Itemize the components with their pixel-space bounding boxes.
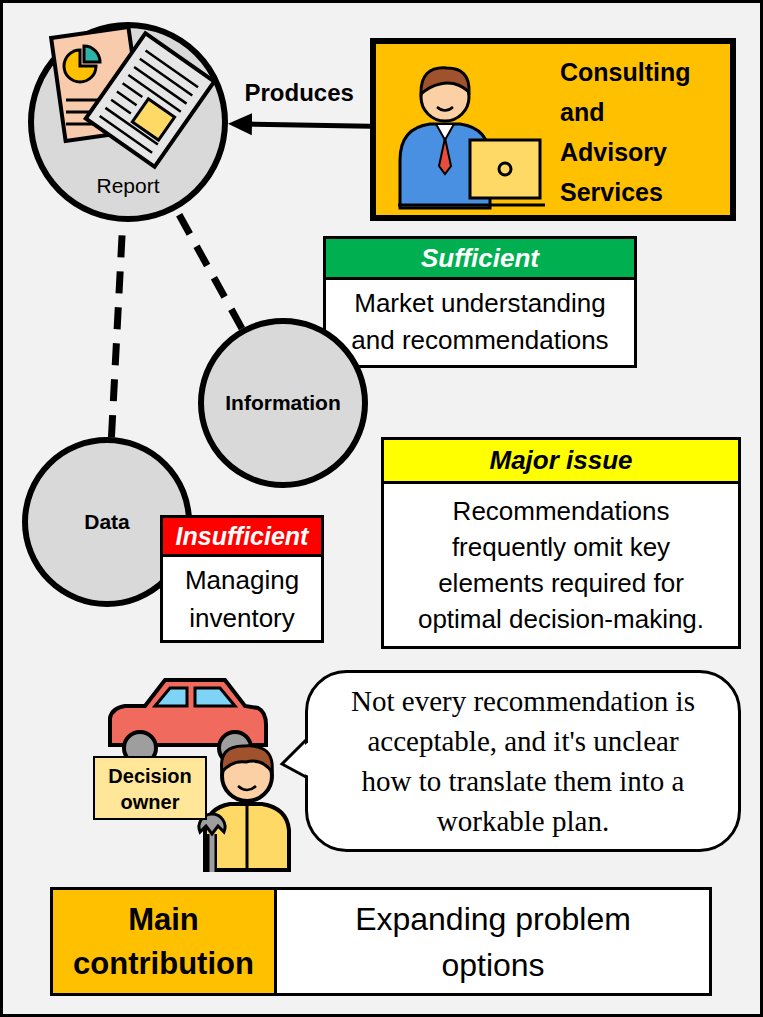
- issue-header: Major issue: [381, 437, 741, 484]
- speech-tail-outline: [282, 740, 306, 777]
- wrench-handle: [207, 834, 217, 872]
- speech-tail: [282, 740, 311, 777]
- newspaper: [86, 33, 214, 166]
- contribution-header: Main contribution: [53, 890, 277, 993]
- status-body: Managing inventory: [160, 554, 324, 643]
- desk-line: [398, 204, 545, 207]
- mechanic-icon: [199, 746, 289, 872]
- consultant-smile: [437, 107, 453, 111]
- service-title: Consulting and Advisory Services: [560, 52, 710, 212]
- consultant-hair: [421, 68, 469, 94]
- speech-text: Not every recommendation is acceptable, …: [305, 681, 741, 841]
- role-label: Decision owner: [93, 756, 207, 820]
- dashed-link: [111, 222, 122, 437]
- mechanic-smile: [238, 786, 256, 790]
- car-window: [195, 688, 235, 706]
- contribution-body: Expanding problem options: [277, 890, 709, 993]
- info-circle: Information: [198, 318, 368, 488]
- node-label: Information: [198, 391, 368, 415]
- speech-bubble: Not every recommendation is acceptable, …: [305, 670, 741, 852]
- issue-box: Major issueRecommendations frequently om…: [381, 437, 741, 649]
- consultant-collar: [436, 124, 454, 140]
- newspaper-page: [86, 33, 214, 166]
- status-header: Sufficient: [323, 236, 637, 280]
- car-window: [155, 688, 187, 706]
- newspaper-photo: [132, 99, 174, 140]
- produces-arrow: [244, 124, 370, 126]
- consultant-tie: [439, 138, 451, 174]
- edge-label: Produces: [244, 79, 353, 107]
- node-label: Report: [28, 174, 228, 198]
- laptop-logo: [499, 163, 511, 175]
- consultant-icon: [398, 68, 545, 208]
- role-text: Decision owner: [95, 763, 205, 815]
- contribution-box: Main contributionExpanding problem optio…: [50, 887, 712, 996]
- speech-tail-fill: [282, 740, 311, 777]
- laptop: [470, 140, 540, 198]
- mechanic-hair: [221, 746, 272, 772]
- status-body: Market understanding and recommendations: [323, 277, 637, 368]
- status-box: InsufficientManaging inventory: [160, 515, 324, 643]
- report-icon: [51, 27, 214, 167]
- issue-body: Recommendations frequently omit key elem…: [381, 481, 741, 649]
- newspaper-lines: [100, 51, 198, 153]
- wrench-handle: [210, 834, 215, 872]
- dashed-link: [176, 210, 242, 329]
- status-header: Insufficient: [160, 515, 324, 557]
- pie-slice: [84, 46, 100, 62]
- shirt-line: [246, 806, 249, 870]
- status-box: SufficientMarket understanding and recom…: [323, 236, 637, 368]
